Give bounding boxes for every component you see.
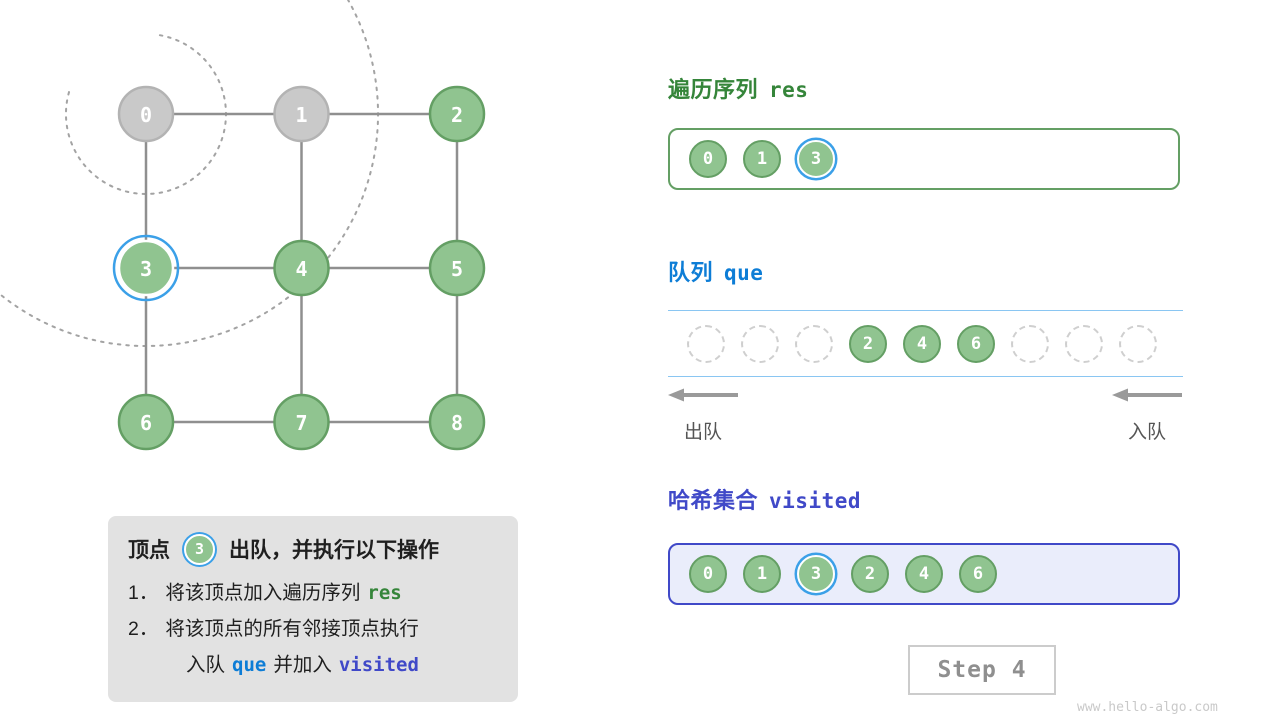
graph-node-1: 1 [273,85,330,143]
info-step-2: 2． 将该顶点的所有邻接顶点执行 [128,617,498,642]
enqueue-label: 入队 [1127,422,1166,443]
info-step-2-text: 将该顶点的所有邻接顶点执行 [165,618,419,640]
graph-node-8: 8 [428,393,486,451]
graph-node-0: 0 [117,85,175,143]
keyword-que: que [232,654,267,676]
current-node-badge-label: 3 [194,540,205,558]
queue-panel-title: 队列 que [668,255,763,287]
info-step-2b-mid: 并加入 [273,654,332,676]
graph-node-label: 2 [451,103,463,127]
queue-empty-slot [741,324,779,363]
info-step-2-continued: 入队 que 并加入 visited [128,653,498,678]
queue-title-code: que [724,261,764,285]
value-chip-1: 1 [743,555,781,593]
info-step-2b-pre: 入队 [186,654,226,676]
bfs-wave-arc [0,0,380,347]
enqueue-arrow-icon [1112,388,1182,402]
value-chip-2: 2 [851,555,889,593]
res-panel-title: 遍历序列 res [668,72,808,104]
queue-empty-slot [687,324,725,363]
bfs-wave-arc [64,34,227,195]
graph-node-label: 4 [295,257,307,281]
queue-empty-slot [1011,324,1049,363]
graph-canvas: 0 1 2 3 4 5 6 7 8 [0,0,486,451]
res-title-zh: 遍历序列 [668,77,759,102]
queue-empty-slot [1119,324,1157,363]
graph-node-5: 5 [428,239,486,297]
graph-node-2: 2 [428,85,486,143]
info-step-2-number: 2． [128,618,159,640]
queue-empty-slot [795,324,833,363]
graph-node-4: 4 [273,239,330,297]
info-step-1: 1． 将该顶点加入遍历序列 res [128,581,498,606]
info-step-1-text: 将该顶点加入遍历序列 [165,582,361,604]
graph-node-label: 6 [140,411,152,435]
info-step-1-number: 1． [128,582,159,604]
graph-node-label: 0 [140,103,152,127]
value-chip-3: 3 [797,555,835,593]
keyword-visited: visited [338,654,419,676]
graph-node-6: 6 [117,393,175,451]
step-indicator: Step 4 [908,645,1056,695]
graph-node-label: 8 [451,411,463,435]
queue-empty-slot [1065,324,1103,363]
step-label: Step 4 [937,657,1027,683]
graph-node-label: 1 [295,103,307,127]
keyword-res: res [367,582,402,604]
action-info-box: 顶点 3 出队，并执行以下操作 1． 将该顶点加入遍历序列 res 2． 将该顶… [108,516,518,702]
value-chip-3: 3 [797,140,835,178]
visited-panel-title: 哈希集合 visited [668,483,861,515]
queue-title-zh: 队列 [668,260,714,285]
watermark: www.hello-algo.com [1077,700,1218,715]
value-chip-0: 0 [689,140,727,178]
value-chip-0: 0 [689,555,727,593]
res-title-code: res [769,78,809,102]
value-chip-6: 6 [957,324,995,363]
value-chip-1: 1 [743,140,781,178]
visited-title-code: visited [769,489,862,513]
current-node-badge: 3 [184,533,215,565]
value-chip-4: 4 [903,324,941,363]
graph-node-3: 3 [112,234,180,302]
graph-node-7: 7 [273,393,330,451]
graph-node-label: 7 [295,411,307,435]
dequeue-label: 出队 [683,422,722,443]
dequeue-arrow-icon [668,388,738,402]
info-header: 顶点 3 出队，并执行以下操作 [128,528,498,570]
visited-title-zh: 哈希集合 [668,488,759,513]
graph-node-label: 5 [451,257,463,281]
value-chip-6: 6 [959,555,997,593]
value-chip-2: 2 [849,324,887,363]
info-header-prefix: 顶点 [128,539,170,562]
graph-node-label: 3 [140,257,152,281]
value-chip-4: 4 [905,555,943,593]
info-header-suffix: 出队，并执行以下操作 [229,539,439,562]
